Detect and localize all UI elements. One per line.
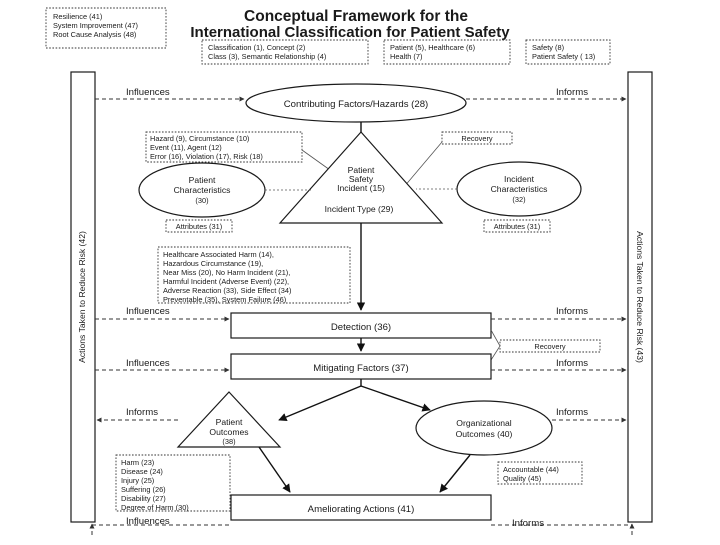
classification-box bbox=[201, 39, 369, 65]
detection-label: Detection (36) bbox=[331, 322, 391, 333]
accountable-box bbox=[497, 461, 583, 485]
harm-list-line-5: Disability (27) bbox=[121, 494, 166, 503]
org-outcomes-line-2: Outcomes (40) bbox=[456, 429, 513, 439]
contributing-factors-label: Contributing Factors/Hazards (28) bbox=[284, 99, 429, 110]
psi-line-3: Incident (15) bbox=[337, 183, 385, 193]
influences-bottom-label: Influences bbox=[126, 516, 170, 527]
patient-outcomes-node bbox=[176, 391, 282, 448]
mitigating-to-patient-outcomes-arrow bbox=[278, 385, 362, 421]
influences-mitigating-label: Influences bbox=[126, 358, 170, 369]
safety-line-2: Patient Safety ( 13) bbox=[532, 52, 595, 61]
informs-patient-label: Informs bbox=[126, 407, 158, 418]
harm-list-line-4: Suffering (26) bbox=[121, 485, 166, 494]
harm-list-box bbox=[115, 454, 231, 512]
attributes-right-label: Attributes (31) bbox=[494, 222, 540, 231]
patient-health-box bbox=[383, 39, 511, 65]
ameliorating-actions-node bbox=[230, 494, 492, 521]
harm-types-line-2: Hazardous Circumstance (19), bbox=[163, 259, 263, 268]
patient-char-line-1: Patient bbox=[189, 175, 216, 185]
patient-char-line-3: (30) bbox=[195, 196, 208, 205]
informs-top-label: Informs bbox=[556, 87, 588, 98]
resilience-line-2: System Improvement (47) bbox=[53, 21, 138, 30]
patient-outcomes-line-1: Patient bbox=[216, 417, 243, 427]
org-to-ameliorating-arrow bbox=[439, 454, 471, 493]
mitigating-to-org-outcomes-arrow bbox=[360, 385, 431, 412]
contributing-factors-node bbox=[245, 83, 467, 123]
harm-types-line-3: Near Miss (20), No Harm Incident (21), bbox=[163, 268, 290, 277]
harm-types-box bbox=[157, 246, 351, 304]
left-side-bar bbox=[70, 71, 96, 523]
org-outcomes-line-1: Organizational bbox=[456, 418, 512, 428]
harm-types-line-4: Harmful Incident (Adverse Event) (22), bbox=[163, 277, 289, 286]
psi-line-2: Safety bbox=[349, 174, 374, 184]
incident-char-line-2: Characteristics bbox=[491, 184, 548, 194]
patient-to-ameliorating-arrow bbox=[258, 446, 291, 493]
recovery-top-box bbox=[441, 131, 513, 145]
classification-line-1: Classification (1), Concept (2) bbox=[208, 43, 305, 52]
hazard-note-box bbox=[145, 131, 303, 163]
classification-line-2: Class (3), Semantic Relationship (4) bbox=[208, 52, 326, 61]
informs-org-label: Informs bbox=[556, 407, 588, 418]
harm-list-line-1: Harm (23) bbox=[121, 458, 154, 467]
left-side-bar-label: Actions Taken to Reduce Risk (42) bbox=[77, 231, 87, 363]
recovery-bottom-label: Recovery bbox=[534, 342, 566, 351]
harm-types-line-5: Adverse Reaction (33), Side Effect (34) bbox=[163, 286, 291, 295]
harm-list-line-2: Disease (24) bbox=[121, 467, 163, 476]
hazard-connector bbox=[301, 149, 331, 171]
recovery-top-label: Recovery bbox=[461, 134, 493, 143]
harm-list-line-6: Degree of Harm (30) bbox=[121, 503, 189, 512]
attributes-left-box bbox=[165, 219, 233, 233]
patient-health-line-1: Patient (5), Healthcare (6) bbox=[390, 43, 475, 52]
informs-detection-label: Informs bbox=[556, 306, 588, 317]
harm-list-line-3: Injury (25) bbox=[121, 476, 154, 485]
incident-type-label: Incident Type (29) bbox=[325, 204, 394, 214]
mitigating-factors-node bbox=[230, 353, 492, 380]
incident-char-line-1: Incident bbox=[504, 174, 535, 184]
hazard-note-line-1: Hazard (9), Circumstance (10) bbox=[150, 134, 249, 143]
psi-line-1: Patient bbox=[348, 165, 375, 175]
informs-bottom-label: Informs bbox=[512, 518, 544, 529]
patient-health-line-2: Health (7) bbox=[390, 52, 422, 61]
informs-mitigating-label: Informs bbox=[556, 358, 588, 369]
harm-types-line-6: Preventable (35), System Failure (46) bbox=[163, 295, 286, 304]
title-line-2: International Classification for Patient… bbox=[190, 24, 510, 41]
hazard-note-line-2: Event (11), Agent (12) bbox=[150, 143, 222, 152]
influences-top-label: Influences bbox=[126, 87, 170, 98]
patient-char-line-2: Characteristics bbox=[174, 185, 231, 195]
right-side-bar bbox=[627, 71, 653, 523]
patient-outcomes-line-3: (38) bbox=[222, 437, 235, 446]
recovery-bottom-connector bbox=[490, 329, 501, 361]
safety-line-1: Safety (8) bbox=[532, 43, 564, 52]
attributes-right-box bbox=[483, 219, 551, 233]
attributes-left-label: Attributes (31) bbox=[176, 222, 222, 231]
accountable-line-1: Accountable (44) bbox=[503, 465, 559, 474]
accountable-line-2: Quality (45) bbox=[503, 474, 541, 483]
resilience-line-1: Resilience (41) bbox=[53, 12, 102, 21]
right-side-bar-label: Actions Taken to Reduce Risk (43) bbox=[635, 231, 645, 363]
hazard-note-line-3: Error (16), Violation (17), Risk (18) bbox=[150, 152, 263, 161]
detection-node bbox=[230, 312, 492, 339]
patient-outcomes-line-2: Outcomes bbox=[209, 427, 248, 437]
incident-char-line-3: (32) bbox=[512, 195, 525, 204]
harm-types-line-1: Healthcare Associated Harm (14), bbox=[163, 250, 274, 259]
mitigating-factors-label: Mitigating Factors (37) bbox=[313, 363, 408, 374]
title-line-1: Conceptual Framework for the bbox=[244, 8, 468, 25]
ameliorating-actions-label: Ameliorating Actions (41) bbox=[308, 504, 415, 515]
resilience-line-3: Root Cause Analysis (48) bbox=[53, 30, 136, 39]
organizational-outcomes-node bbox=[415, 400, 553, 456]
influences-detection-label: Influences bbox=[126, 306, 170, 317]
safety-box bbox=[525, 39, 611, 65]
